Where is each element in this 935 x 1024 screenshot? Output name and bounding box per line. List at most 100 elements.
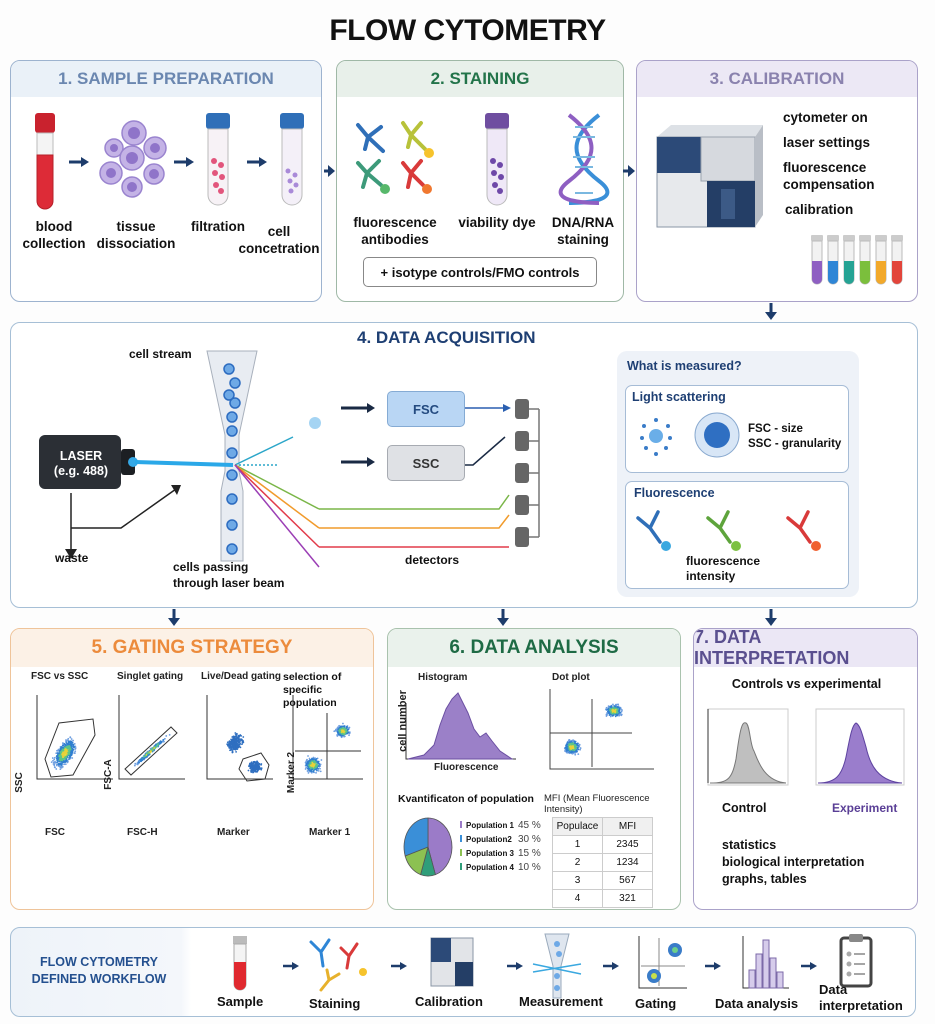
data-point [60,766,63,769]
data-point [612,709,615,711]
concentration-tube-icon [280,113,304,206]
data-point [606,708,609,711]
legend-swatch [460,821,462,828]
data-point [253,764,256,767]
x-axis-label: FSC [45,827,65,838]
calibration-item: laser settings [783,135,871,150]
quadrant-lines [295,713,361,779]
data-point [57,756,60,759]
gate [124,726,178,776]
data-point [230,749,233,751]
data-point [309,762,312,765]
gating-heading: 5. GATING STRATEGY [11,629,373,667]
tube-liquid [860,261,870,284]
data-point [61,748,64,751]
data-point [71,742,74,744]
data-point [64,761,67,764]
data-point [233,739,236,742]
data-point [616,711,619,713]
data-point [60,764,63,766]
tube-liquid [892,261,902,284]
isotype-controls-button[interactable]: + isotype controls/FMO controls [363,257,597,287]
data-point [566,748,568,751]
data-point [71,757,74,759]
legend-swatch [460,863,462,870]
population-pie-chart [403,817,453,877]
data-point [256,765,258,768]
data-point [232,740,234,742]
tube-liquid [812,261,822,284]
legend-label: Population 1 [466,821,514,830]
data-point [311,757,313,760]
data-point [58,752,61,755]
data-point [609,715,612,718]
data-point [231,741,234,744]
data-point [234,732,237,734]
data-point [571,752,574,755]
data-point [233,746,236,748]
data-point [53,758,56,761]
data-point [247,769,250,772]
data-point [51,757,54,759]
data-point [570,742,573,745]
data-point [614,715,617,718]
interpretation-item: biological interpretation [722,855,865,869]
data-point [253,767,256,769]
cells-icon [99,120,167,198]
data-point [313,766,316,769]
data-point [154,746,157,749]
x-axis-label: Marker [217,827,250,838]
data-point [308,757,311,760]
data-point [339,730,342,733]
plot-title: Live/Dead gating [201,671,282,682]
data-point [572,743,575,745]
data-point [229,742,232,744]
page-title: FLOW CYTOMETRY [329,14,606,47]
data-point [320,759,323,761]
data-point [64,759,67,762]
laser-label: LASER(e.g. 488) [53,449,109,478]
data-point [52,761,55,764]
arrow-icon [69,157,89,167]
data-point [344,731,347,734]
data-point [571,748,574,751]
workflow-step-calibration: Calibration [415,994,483,1009]
arrow-icon [623,165,635,177]
laser-icon [39,435,138,489]
data-point [258,767,261,770]
histogram-area [407,692,514,760]
data-point [60,746,63,748]
data-point [56,754,58,757]
data-point [256,770,259,773]
data-point [255,763,258,766]
data-point [609,708,612,710]
data-point [156,744,159,746]
data-point [574,753,577,756]
arrow-icon [174,157,194,167]
data-point [314,761,317,764]
data-point [606,710,609,713]
analysis-plots [405,689,654,770]
data-point [577,744,580,747]
data-point [63,763,66,766]
data-interpretation-panel: 7. DATA INTERPRETATION Controls vs exper… [693,628,918,910]
filtration-tube-icon [206,113,230,206]
data-point [579,747,582,749]
flow-cell-icon [206,350,258,562]
data-point [62,757,65,760]
data-point [620,710,623,713]
data-point [62,746,65,749]
data-point [71,750,74,753]
data-point [162,739,165,741]
staining-heading: 2. STAINING [337,61,623,97]
legend-label: Population 3 [466,849,514,858]
data-point [64,748,67,751]
gate [44,718,96,778]
data-point [74,745,77,748]
data-point [565,745,568,747]
data-point [305,766,308,769]
